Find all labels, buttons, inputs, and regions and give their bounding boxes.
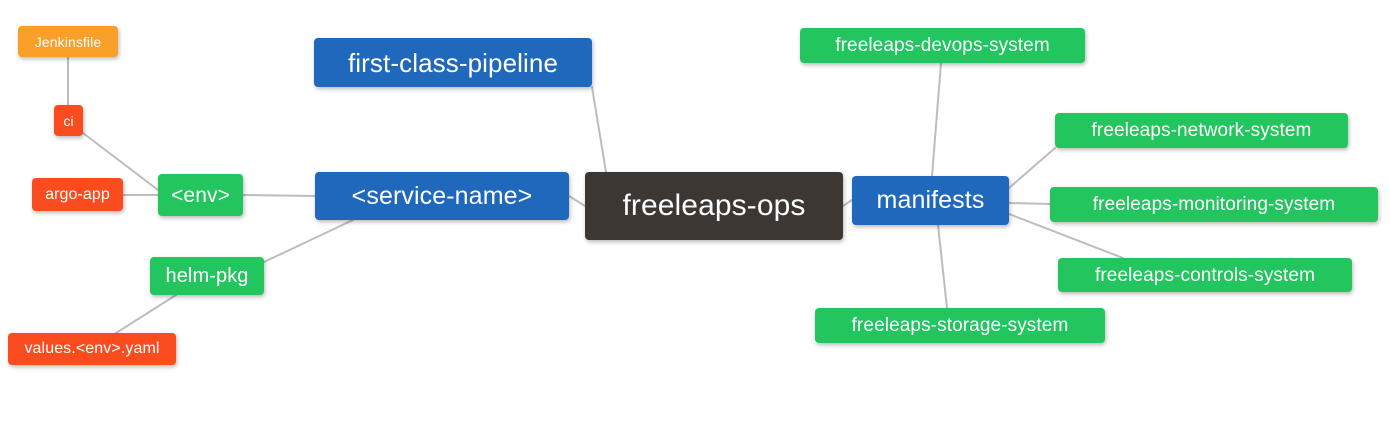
node-label-freeleaps-devops-system: freeleaps-devops-system [835,35,1050,56]
node-freeleaps-controls-system[interactable]: freeleaps-controls-system [1058,258,1352,292]
node-label-freeleaps-monitoring-system: freeleaps-monitoring-system [1092,194,1336,215]
edge-manifests-to-freeleaps-monitoring-system [1008,202,1051,205]
edge-service-name-to-helm-pkg [263,219,354,263]
node-env[interactable]: <env> [158,174,243,216]
node-label-freeleaps-network-system: freeleaps-network-system [1091,120,1312,141]
node-label-ci: ci [63,112,74,129]
edge-manifests-to-freeleaps-storage-system [937,224,948,309]
node-first-class-pipeline[interactable]: first-class-pipeline [314,38,592,87]
edge-manifests-to-freeleaps-devops-system [931,62,942,177]
node-freeleaps-network-system[interactable]: freeleaps-network-system [1055,113,1348,148]
node-service-name[interactable]: <service-name> [315,172,569,220]
edge-service-name-to-env [242,194,316,197]
edge-manifests-to-freeleaps-network-system [1008,147,1056,189]
edge-freeleaps-ops-to-service-name [568,195,586,207]
edge-freeleaps-ops-to-manifests [842,199,853,207]
node-label-env: <env> [171,183,230,207]
node-label-first-class-pipeline: first-class-pipeline [347,47,559,78]
node-helm-pkg[interactable]: helm-pkg [150,257,264,295]
node-label-values-env-yaml: values.<env>.yaml [24,340,160,357]
node-label-jenkinsfile: Jenkinsfile [34,33,102,50]
node-ci[interactable]: ci [54,105,83,136]
node-label-freeleaps-controls-system: freeleaps-controls-system [1094,264,1316,286]
edge-helm-pkg-to-values-env-yaml [115,294,177,334]
node-label-helm-pkg: helm-pkg [165,265,249,287]
node-label-freeleaps-storage-system: freeleaps-storage-system [851,315,1069,336]
node-manifests[interactable]: manifests [852,176,1009,225]
node-freeleaps-storage-system[interactable]: freeleaps-storage-system [815,308,1105,343]
edge-freeleaps-ops-to-first-class-pipeline [591,86,607,173]
node-freeleaps-monitoring-system[interactable]: freeleaps-monitoring-system [1050,187,1378,222]
node-freeleaps-ops[interactable]: freeleaps-ops [585,172,843,240]
node-label-freeleaps-ops: freeleaps-ops [622,189,806,222]
node-values-env-yaml[interactable]: values.<env>.yaml [8,333,176,365]
node-freeleaps-devops-system[interactable]: freeleaps-devops-system [800,28,1085,63]
node-jenkinsfile[interactable]: Jenkinsfile [18,26,118,57]
node-label-service-name: <service-name> [351,181,533,210]
node-label-argo-app: argo-app [45,185,110,203]
node-argo-app[interactable]: argo-app [32,178,123,211]
node-label-manifests: manifests [876,186,985,214]
